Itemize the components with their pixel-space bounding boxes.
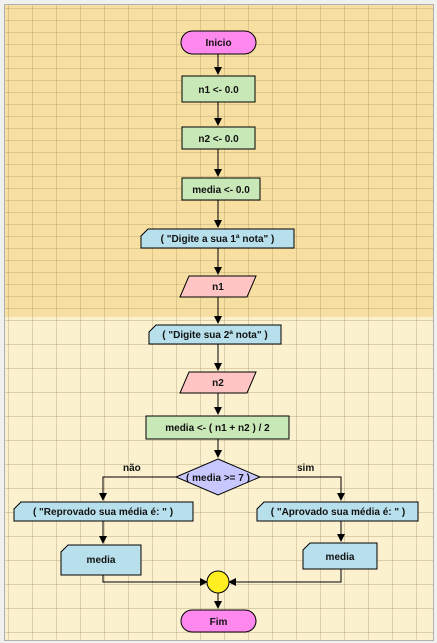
end-label: Fim [210,617,228,628]
output-pass-message[interactable]: ( "Aprovado sua média é: " ) [256,501,419,522]
branch-no-label: não [123,463,141,474]
output-prompt-1[interactable]: ( "Digite a sua 1ª nota" ) [140,228,295,249]
arrow-decision-no [99,476,176,501]
output-pass-label: ( "Aprovado sua média é: " ) [271,507,406,518]
start-label: Inicio [205,38,231,49]
process-assign-n2[interactable]: n2 <- 0.0 [181,126,256,150]
process-assign-n1-label: n1 <- 0.0 [198,85,239,96]
input-n1[interactable]: n1 [179,275,257,298]
output-fail-message[interactable]: ( "Reprovado sua média é: " ) [13,501,194,522]
output-prompt-2-label: ( "Digite sua 2ª nota" ) [162,330,267,341]
process-assign-media[interactable]: media <- 0.0 [181,177,261,201]
output-media-fail-label: media [87,555,116,566]
input-n2[interactable]: n2 [179,371,257,394]
input-n2-label: n2 [212,378,224,389]
flow-connectors [99,54,345,609]
flowchart-diagram: Inicio n1 <- 0.0 n2 <- 0.0 media <- 0.0 … [13,30,419,633]
output-prompt-1-label: ( "Digite a sua 1ª nota" ) [161,234,275,245]
end-terminal[interactable]: Fim [180,609,257,633]
output-media-pass-label: media [326,552,355,563]
arrow-fail-media-to-join [102,575,208,586]
process-assign-n2-label: n2 <- 0.0 [198,134,239,145]
decision-label: ( media >= 7 ) [186,473,250,484]
decision-media-ge-7[interactable]: ( media >= 7 ) [174,458,262,496]
arrow-decision-yes [260,476,345,501]
start-terminal[interactable]: Inicio [180,30,257,55]
join-connector[interactable] [206,570,230,594]
arrow-pass-media-to-join [228,569,342,586]
process-assign-n1[interactable]: n1 <- 0.0 [181,75,256,103]
process-compute-media-label: media <- ( n1 + n2 ) / 2 [165,423,270,434]
branch-yes-label: sim [297,463,314,474]
input-n1-label: n1 [212,282,224,293]
process-compute-media[interactable]: media <- ( n1 + n2 ) / 2 [145,415,290,440]
output-prompt-2[interactable]: ( "Digite sua 2ª nota" ) [148,324,282,345]
output-fail-label: ( "Reprovado sua média é: " ) [33,507,173,518]
flowchart-canvas: Inicio n1 <- 0.0 n2 <- 0.0 media <- 0.0 … [4,4,434,641]
process-assign-media-label: media <- 0.0 [192,185,250,196]
output-media-pass[interactable]: media [302,542,378,570]
output-media-fail[interactable]: media [60,544,142,576]
